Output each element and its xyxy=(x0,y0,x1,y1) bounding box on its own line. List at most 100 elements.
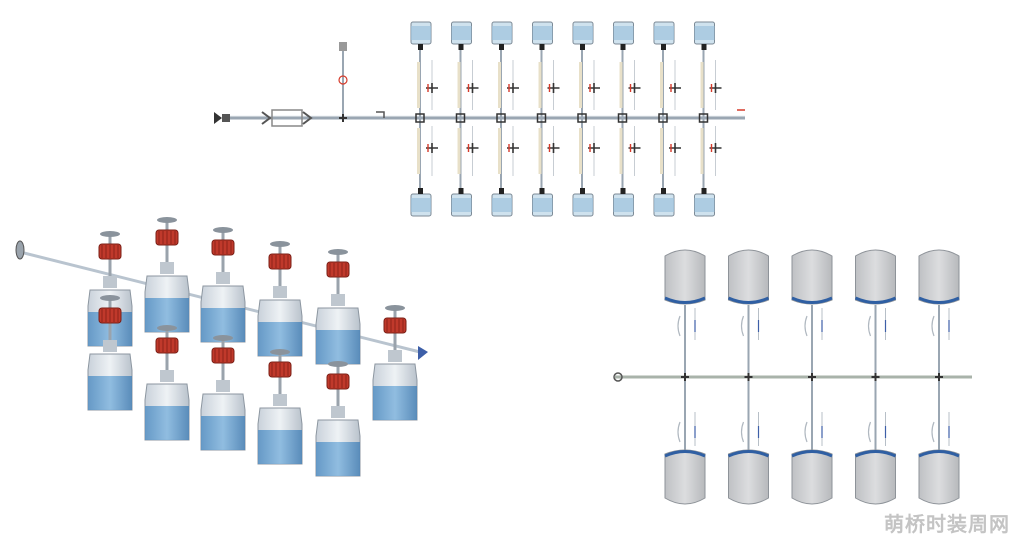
bag-icon xyxy=(791,249,833,305)
vessel-column xyxy=(694,21,722,217)
bag-rim xyxy=(854,296,897,304)
vessel-column xyxy=(410,21,438,217)
top-manifold-schematic xyxy=(214,21,745,217)
bottle-cap-icon xyxy=(539,188,545,194)
bag-icon xyxy=(855,249,896,305)
tube-sleeve xyxy=(498,62,501,108)
bag-icon xyxy=(791,449,833,505)
inlet-filter-icon xyxy=(214,112,222,124)
vessel-column xyxy=(613,21,641,217)
vessel-column xyxy=(572,21,600,217)
vent-filter-icon xyxy=(270,349,290,355)
bottle-back xyxy=(315,249,361,365)
bottle-neck xyxy=(273,286,287,298)
bag-column xyxy=(791,249,833,505)
junction-icon xyxy=(536,113,547,123)
bottle-liquid xyxy=(88,376,132,410)
vent-filter-icon xyxy=(157,217,177,223)
bag-rim xyxy=(664,296,706,304)
tube-sleeve xyxy=(700,128,704,174)
bottle-cap-icon xyxy=(499,188,504,194)
vessel-column xyxy=(491,21,519,217)
tube-loop xyxy=(804,421,808,443)
bottle-cap-icon xyxy=(458,44,464,50)
bottle-cap-icon xyxy=(580,44,585,50)
bag-icon xyxy=(728,449,769,505)
vent-filter-icon xyxy=(339,42,347,51)
bottle-back xyxy=(257,241,303,357)
junction-icon xyxy=(658,113,668,123)
inlet-filter-disc-icon xyxy=(15,240,25,260)
bottle-liquid xyxy=(451,26,472,40)
bag-icon xyxy=(918,449,960,505)
bag-column xyxy=(664,249,706,505)
tube-loop xyxy=(867,421,872,443)
tube-sleeve xyxy=(538,128,542,174)
bottle-front xyxy=(315,361,361,477)
bottle-liquid xyxy=(316,330,360,364)
clamp-icon xyxy=(376,111,385,118)
bag-icon xyxy=(728,249,769,305)
bottle-neck xyxy=(216,380,230,392)
bottle-cap-icon xyxy=(499,44,504,50)
bottle-manifold-3d xyxy=(15,217,428,477)
sample-port-icon xyxy=(338,75,348,85)
bag-column xyxy=(854,249,897,505)
bag-rim xyxy=(918,296,960,304)
junction-icon xyxy=(415,113,425,123)
bottle-neck xyxy=(331,406,345,418)
bottle-back xyxy=(144,217,190,333)
bag-icon xyxy=(918,249,960,305)
bottle-liquid xyxy=(492,198,512,212)
bottle-cap-icon xyxy=(620,188,626,194)
bottle-liquid xyxy=(694,198,715,212)
junction-icon xyxy=(455,113,466,123)
bottle-cap-icon xyxy=(620,44,626,50)
junction-icon xyxy=(871,373,880,381)
bottle-cap-icon xyxy=(701,44,707,50)
tube-sleeve xyxy=(700,62,704,108)
bottle-neck xyxy=(388,350,402,362)
bag-column xyxy=(727,249,770,505)
bottle-cap-icon xyxy=(539,44,545,50)
bottle-liquid xyxy=(411,26,431,40)
tube-sleeve xyxy=(660,62,663,108)
bottle-liquid xyxy=(654,26,674,40)
bottle-liquid xyxy=(411,198,431,212)
junction-icon xyxy=(808,373,816,381)
bottle-cap-icon xyxy=(701,188,707,194)
tube-loop xyxy=(804,315,808,337)
bottle-liquid xyxy=(258,430,302,464)
bottle-front xyxy=(200,335,246,451)
bottle-front xyxy=(144,325,190,441)
bag-column xyxy=(918,249,960,505)
bottle-liquid xyxy=(573,198,593,212)
bottle-front xyxy=(87,295,133,411)
bottle-back xyxy=(200,227,246,343)
bottle-cap-icon xyxy=(580,188,585,194)
tube-loop xyxy=(867,315,872,337)
bottle-cap-icon xyxy=(418,188,423,194)
bottle-neck xyxy=(103,276,117,288)
tube-loop xyxy=(740,315,745,337)
y-connector-icon xyxy=(261,111,272,125)
bottle-liquid xyxy=(451,198,472,212)
tube-loop xyxy=(931,421,935,443)
bag-rim xyxy=(791,296,833,304)
tube-sleeve xyxy=(498,128,501,174)
junction-icon xyxy=(496,113,506,123)
bottle-neck xyxy=(216,272,230,284)
bottle-neck xyxy=(331,294,345,306)
bottle-liquid xyxy=(613,26,634,40)
tube-sleeve xyxy=(417,128,420,174)
vent-filter-icon xyxy=(213,335,233,341)
vent-filter-icon xyxy=(157,325,177,331)
tube-sleeve xyxy=(457,128,461,174)
bottle-neck xyxy=(160,262,174,274)
tube-sleeve xyxy=(660,128,663,174)
vent-filter-icon xyxy=(100,231,120,237)
tube-sleeve xyxy=(538,62,542,108)
junction-icon xyxy=(698,113,709,123)
vent-filter-icon xyxy=(100,295,120,301)
